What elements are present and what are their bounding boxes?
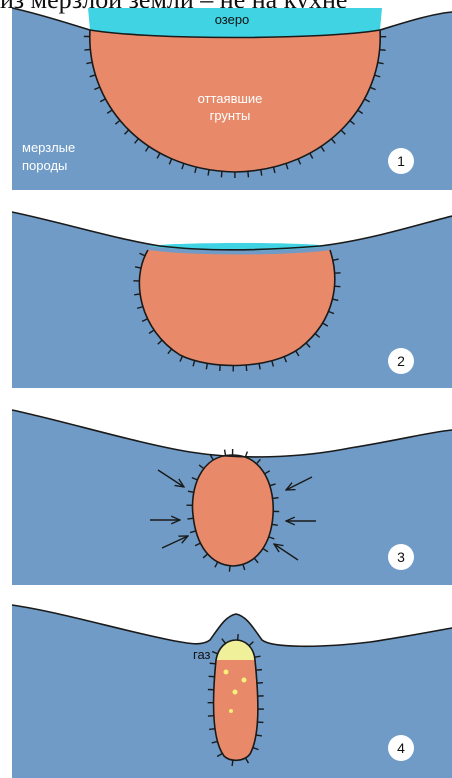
panel-3: 3 [12,410,452,585]
thaw-front-tick [206,363,207,369]
panel-1-thawed-label-line1: оттаявшие [198,91,263,106]
thaw-front-tick [261,170,262,176]
thaw-front-tick [134,294,140,295]
thaw-front-tick [208,170,209,176]
panel-4-stage-number: 4 [397,740,405,756]
panel-1-frozen-label-line2: породы [22,158,67,173]
panel-4-gas-bubble [233,690,238,695]
thaw-front-tick [229,566,230,572]
thaw-front-tick [210,663,216,664]
thaw-front-tick [84,49,90,50]
thaw-front-tick [209,729,215,730]
thaw-front-tick [187,518,193,519]
panel-1-frozen-label-line1: мерзлые [22,140,75,155]
panel-4: газ 4 [12,605,452,778]
thaw-front-tick [380,50,386,51]
thaw-front-tick [259,363,260,369]
thaw-front-tick [248,171,249,177]
thaw-front-tick [238,634,239,640]
thaw-front-tick [221,171,222,177]
panel-4-gas-bubble [242,678,247,683]
panel-4-thawed-zone [214,660,258,760]
panel-4-gas-bubble [229,709,233,713]
panel-1-lake-label: озеро [215,12,250,27]
panel-2: 2 [12,212,452,388]
panel-4-gas-label: газ [193,647,211,662]
panel-1-thawed-label-line2: грунты [210,108,251,123]
thaw-front-tick [256,670,262,671]
thaw-front-tick [232,760,233,766]
panel-2-stage-number: 2 [397,353,405,369]
thaw-front-tick [225,450,226,456]
thaw-front-tick [256,735,262,736]
panel-3-stage-number: 3 [397,549,405,565]
panel-1: озеро оттаявшие грунты мерзлые породы 1 [12,8,452,190]
panel-4-gas-bubble [224,670,229,675]
thaw-front-tick [272,524,278,525]
thaw-front-tick [273,498,279,499]
panel-1-stage-number: 1 [397,153,405,169]
